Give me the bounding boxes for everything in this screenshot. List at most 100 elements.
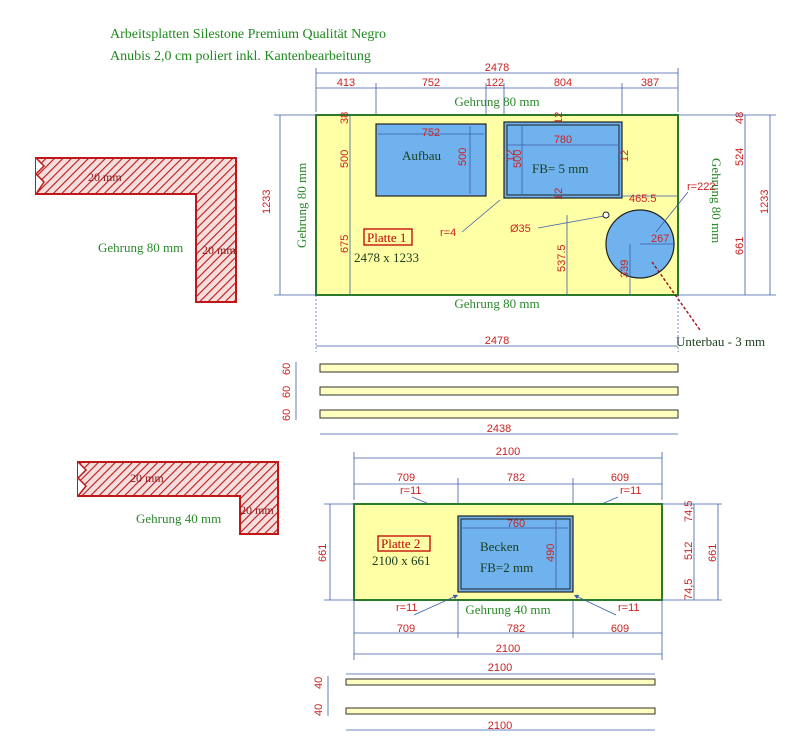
plate1-height: 1233 <box>261 190 273 214</box>
fb-gap-top: 12 <box>553 112 565 124</box>
plate-1: 2478 413 752 122 804 387 Gehrung 80 mm G… <box>261 62 776 352</box>
plate1-left-dim-2: 500 <box>339 150 351 168</box>
fb-width: 780 <box>554 134 572 146</box>
plate2-r-2: r=11 <box>620 485 642 497</box>
profile-2: 20 mm 20 mm Gehrung 40 mm <box>76 461 279 535</box>
profile-1-break <box>34 157 46 195</box>
plate1-seg-4: 804 <box>554 77 572 89</box>
hole-circle <box>602 211 610 219</box>
plate2-right-dim-1: 74,5 <box>683 501 695 522</box>
profile-1-gehrung: Gehrung 80 mm <box>98 240 183 255</box>
fb-gap-right: 12 <box>619 150 631 162</box>
plate2-seg-1: 709 <box>397 472 415 484</box>
plate1-seg-5: 387 <box>641 77 659 89</box>
strip1-h2: 60 <box>281 386 293 398</box>
strip2-h2: 40 <box>313 704 325 716</box>
plate1-gehrung-top: Gehrung 80 mm <box>454 94 539 109</box>
profile-2-gehrung: Gehrung 40 mm <box>136 511 221 526</box>
sink-w: 267 <box>651 233 669 245</box>
plate2-right-dim-2: 512 <box>683 542 695 560</box>
sink-h: 339 <box>619 260 631 278</box>
strip1-b <box>319 386 679 396</box>
plate2-label: Platte 2 <box>381 536 420 551</box>
strips-2: 2100 40 40 2100 <box>313 662 656 732</box>
plate1-gehrung-right: Gehrung 80 mm <box>709 158 724 243</box>
plate-2: 2100 709 782 609 r=11 r=11 760 490 Becke… <box>317 446 722 660</box>
strip1-h3: 60 <box>281 409 293 421</box>
plate1-right-dim-2: 524 <box>734 148 746 166</box>
strip1-c <box>319 409 679 419</box>
plate1-right-height: 1233 <box>759 190 771 214</box>
plate2-gehrung-bottom: Gehrung 40 mm <box>465 602 550 617</box>
profile-1-side-thickness: 20 mm <box>202 243 236 257</box>
strip2-a <box>345 678 656 686</box>
profile-1: 20 mm 20 mm Gehrung 80 mm <box>34 157 237 303</box>
aufbau-height: 500 <box>457 148 469 166</box>
plate1-gehrung-left: Gehrung 80 mm <box>294 163 309 248</box>
becken-inner <box>460 518 571 590</box>
strips-1: 60 60 60 2438 <box>281 362 679 435</box>
plate1-bottom-total: 2478 <box>485 335 509 347</box>
becken-label: Becken <box>480 539 519 554</box>
strip1-a <box>319 363 679 373</box>
plate2-bottom-seg-2: 782 <box>507 623 525 635</box>
plate2-height: 661 <box>317 544 329 562</box>
aufbau-width: 752 <box>422 127 440 139</box>
profile-1-top-thickness: 20 mm <box>88 170 122 184</box>
sink-r: r=222 <box>687 181 715 193</box>
plate1-size: 2478 x 1233 <box>354 250 419 265</box>
plate2-bottom-total: 2100 <box>496 643 520 655</box>
plate2-r-4: r=11 <box>618 602 640 614</box>
plate2-r-1: r=11 <box>400 485 422 497</box>
plate2-total-width: 2100 <box>496 446 520 458</box>
plate1-hole-leader <box>537 215 605 229</box>
hole-y: 537.5 <box>556 244 568 272</box>
strip2-b <box>345 707 656 715</box>
fb-gap-bottom: 12 <box>553 188 565 200</box>
plate2-right-dim-3: 74,5 <box>683 579 695 600</box>
fb-height: 500 <box>512 150 524 168</box>
strip1-length: 2438 <box>487 423 511 435</box>
becken-cutout <box>457 515 574 593</box>
strip2-length-2: 2100 <box>488 720 512 732</box>
plate2-label-box <box>377 535 431 552</box>
plate1-gehrung-bottom: Gehrung 80 mm <box>454 296 539 311</box>
plate2-seg-2: 782 <box>507 472 525 484</box>
fb-cutout-inner <box>506 124 620 196</box>
plate1-right-dim-3: 661 <box>734 237 746 255</box>
aufbau-cutout <box>375 123 487 197</box>
plate1-r4-leader <box>461 199 501 233</box>
plate2-seg-3: 609 <box>611 472 629 484</box>
becken-width: 760 <box>507 518 525 530</box>
plate1-total-width: 2478 <box>485 62 509 74</box>
strip1-h1: 60 <box>281 363 293 375</box>
plate2-right-height: 661 <box>707 544 719 562</box>
plate1-right-dim-1: 48 <box>734 112 746 124</box>
profile-1-shape <box>35 157 237 303</box>
plate1-label: Platte 1 <box>367 230 406 245</box>
plate2-size: 2100 x 661 <box>372 553 431 568</box>
plate1-left-dim-3: 675 <box>339 235 351 253</box>
plate2-bottom-seg-3: 609 <box>611 623 629 635</box>
plate1-seg-2: 752 <box>422 77 440 89</box>
plate1-seg-1: 413 <box>337 77 355 89</box>
aufbau-label: Aufbau <box>402 148 441 163</box>
profile-2-break <box>76 461 88 497</box>
sink-r-leader <box>655 191 689 233</box>
fb-cutout <box>503 121 623 199</box>
plate2-r-4-leader <box>573 594 617 616</box>
header-line-1: Arbeitsplatten Silestone Premium Qualitä… <box>110 27 386 42</box>
plate2-r-3-leader <box>413 594 459 616</box>
plate2-r-3: r=11 <box>396 602 418 614</box>
strip2-length-1: 2100 <box>488 662 512 674</box>
plate1-seg-3: 122 <box>486 77 504 89</box>
plate1-hole: Ø35 <box>510 223 531 235</box>
plate2-bottom-seg-1: 709 <box>397 623 415 635</box>
profile-2-side-thickness: 20 mm <box>240 503 274 517</box>
becken-height: 490 <box>545 544 557 562</box>
header-line-2: Anubis 2,0 cm poliert inkl. Kantenbearbe… <box>110 49 371 64</box>
becken-sub: FB=2 mm <box>480 560 533 575</box>
profile-2-top-thickness: 20 mm <box>130 471 164 485</box>
fb-gap-left: 12 <box>505 150 517 162</box>
unterbau-leader <box>651 261 701 331</box>
